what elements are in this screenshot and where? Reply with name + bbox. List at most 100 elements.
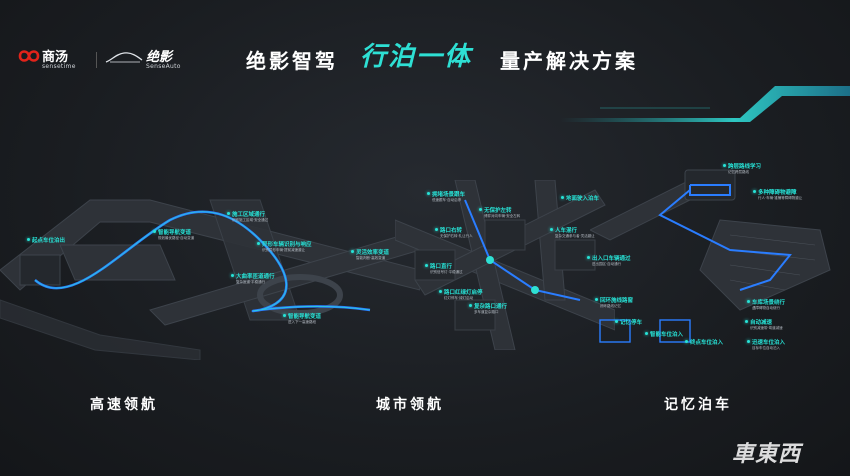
highway-parking-lot <box>19 254 61 286</box>
callout-dot-icon <box>587 256 590 259</box>
callout-description: 闭环路线记忆 <box>600 304 621 308</box>
callout-title: 异形车辆识别与响应 <box>262 242 312 248</box>
highway-callout: 施工区域通行识别施工区域·安全通过 <box>227 210 268 223</box>
city-callout: 路口红绿灯启停红灯停车·绿灯启动 <box>439 288 483 301</box>
callout-dot-icon <box>645 332 648 335</box>
highway-callout: 大曲率匝道通行复杂匝道·平稳通行 <box>231 272 275 285</box>
brand2-sub: SenseAuto <box>146 63 181 70</box>
callout-description: 红灯停车·绿灯启动 <box>444 296 474 300</box>
callout-title: 车库场景绕行 <box>752 300 786 306</box>
parking-callout: 迅速车位泊入目标车位自动泊入 <box>747 338 786 351</box>
callout-title: 智能导航变道 <box>288 314 322 320</box>
traffic-light-icon <box>531 286 539 294</box>
callout-dot-icon <box>615 320 618 323</box>
section-highway-label: 高速领航 <box>90 397 158 413</box>
parking-callout: 终点车位泊入 <box>685 338 724 346</box>
callout-dot-icon <box>747 300 750 303</box>
callout-title: 路口右转 <box>440 228 463 234</box>
callout-description: 进入下一高速路段 <box>288 320 316 324</box>
section-parking-label: 记忆泊车 <box>664 397 732 413</box>
title-left: 绝影智驾 <box>246 49 338 73</box>
city-callout: 复杂路口通行多车道复杂路口 <box>469 302 507 315</box>
highway-callout: 异形车辆识别与响应识别异形车辆·提前减速避让 <box>257 240 312 253</box>
highway-map <box>0 199 420 360</box>
city-callout: 路口直行识别信号灯·平稳通过 <box>425 262 463 275</box>
parking-callout: 车库场景绕行遇障碍物自动绕行 <box>747 298 786 311</box>
parking-callout: 智能车位泊入 <box>645 330 683 338</box>
callout-title: 多种障碍物避障 <box>758 190 797 196</box>
brand1-sub: sensetime <box>42 63 76 70</box>
callout-dot-icon <box>479 208 482 211</box>
callout-title: 出入口车辆通过 <box>592 256 631 262</box>
city-callout: 人车混行复杂交通参与者·灵活避让 <box>550 226 595 239</box>
callout-description: 识别减速带·弯道减速 <box>750 326 783 330</box>
callout-dot-icon <box>550 228 553 231</box>
decorative-stripe <box>560 86 850 122</box>
callout-title: 路口红绿灯启停 <box>444 290 483 296</box>
callout-description: 识别异形车辆·提前减速避让 <box>262 248 306 252</box>
callout-dot-icon <box>753 190 756 193</box>
highway-callout: 智能导航变道进入下一高速路段 <box>283 312 322 325</box>
parking-callout: 记忆停车 <box>615 318 643 326</box>
callout-dot-icon <box>561 196 564 199</box>
callout-title: 终点车位泊入 <box>690 340 724 346</box>
callout-title: 跨层路线学习 <box>728 164 762 170</box>
callout-description: 行人·车辆·锥桶等障碍物避让 <box>758 196 803 200</box>
callout-dot-icon <box>425 264 428 267</box>
callout-title: 地面驶入泊车 <box>566 196 600 202</box>
callout-title: 大曲率匝道通行 <box>236 274 275 280</box>
callout-description: 遇障碍物自动绕行 <box>752 306 780 310</box>
section-city-label: 城市领航 <box>376 397 444 413</box>
city-callout: 地面驶入泊车 <box>561 194 600 202</box>
logo-divider <box>96 52 97 68</box>
parking-route <box>658 184 792 291</box>
callout-dot-icon <box>257 242 260 245</box>
callout-description: 目标车位自动泊入 <box>752 346 780 350</box>
sensetime-logo-icon <box>18 50 40 62</box>
brand2-name: 绝影 <box>146 50 173 65</box>
city-callout: 出入口车辆通过进出园区·自动通行 <box>587 254 631 267</box>
callout-dot-icon <box>745 320 748 323</box>
callout-title: 拥堵场景跟车 <box>432 192 466 198</box>
title-accent: 行泊一体 <box>360 42 473 72</box>
callout-title: 记忆停车 <box>620 320 643 326</box>
callout-dot-icon <box>27 238 30 241</box>
callout-dot-icon <box>227 212 230 215</box>
callout-description: 复杂匝道·平稳通行 <box>236 280 266 284</box>
car-silhouette-icon <box>105 52 143 63</box>
senseauto-logo <box>104 48 144 70</box>
sensetime-logo <box>18 48 40 68</box>
highway-callout: 智能导航变道规划最优路径·自动变道 <box>153 228 194 241</box>
callout-dot-icon <box>469 304 472 307</box>
callout-description: 复杂交通参与者·灵活避让 <box>555 234 595 238</box>
callout-dot-icon <box>427 192 430 195</box>
parking-callout: 多种障碍物避障行人·车辆·锥桶等障碍物避让 <box>753 188 803 201</box>
callout-description: 低速跟车·自动启停 <box>432 198 462 202</box>
city-callout: 拥堵场景跟车低速跟车·自动启停 <box>427 190 466 203</box>
callout-title: 迅速车位泊入 <box>752 340 786 346</box>
callout-description: 博弈对向车辆·安全左转 <box>484 214 521 218</box>
callout-dot-icon <box>231 274 234 277</box>
callout-title: 无保护左转 <box>484 208 512 214</box>
brand1-name: 商汤 <box>42 50 69 65</box>
parking-map <box>590 169 831 343</box>
callout-dot-icon <box>439 290 442 293</box>
callout-dot-icon <box>723 164 726 167</box>
callout-dot-icon <box>685 340 688 343</box>
callout-title: 智能导航变道 <box>158 230 192 236</box>
callout-title: 路口直行 <box>430 264 453 270</box>
callout-title: 人车混行 <box>555 228 578 234</box>
city-map <box>395 180 615 350</box>
watermark: 車東西 <box>732 442 802 467</box>
city-route <box>464 199 581 301</box>
highway-callout: 灵活效率变道智能判断·高效变道 <box>351 248 389 261</box>
callout-dot-icon <box>153 230 156 233</box>
parking-callout: 跨层路线学习记忆跨层路线 <box>723 162 762 175</box>
callout-title: 起点车位泊出 <box>32 238 66 244</box>
callout-title: 回环施线路窗 <box>600 298 634 304</box>
callout-dot-icon <box>747 340 750 343</box>
parking-callout: 自动减速识别减速带·弯道减速 <box>745 318 783 331</box>
city-callout: 路口右转无保护右转·礼让行人 <box>435 226 473 239</box>
callout-description: 无保护右转·礼让行人 <box>440 234 473 238</box>
